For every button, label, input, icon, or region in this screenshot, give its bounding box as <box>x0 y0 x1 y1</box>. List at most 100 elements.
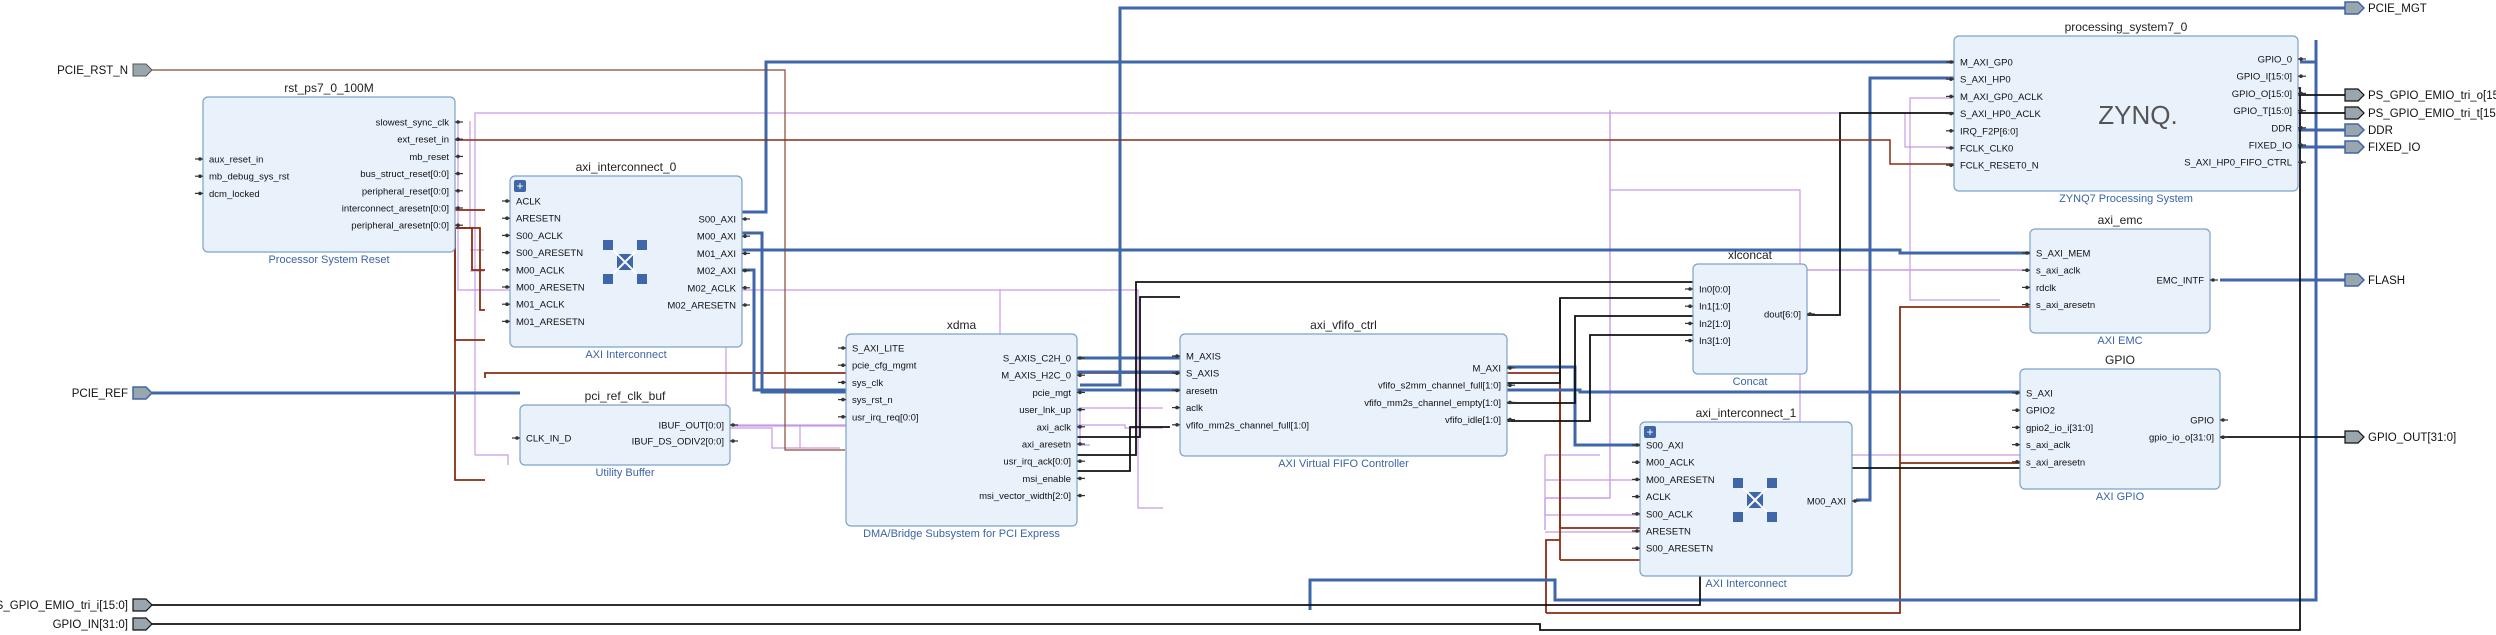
pin-label: S00_ARESETN <box>1646 544 1713 555</box>
pin-dot-icon <box>2211 278 2215 282</box>
pin-dot-icon <box>1078 493 1082 498</box>
port-flash[interactable]: FLASH <box>2344 273 2405 287</box>
block-body[interactable] <box>1179 333 1508 457</box>
pin-label: pcie_mgt <box>1032 388 1071 399</box>
pin-dot-icon <box>1635 460 1639 465</box>
pin-label: s_axi_aclk <box>2036 266 2081 277</box>
pin-label: msi_enable <box>1022 474 1071 485</box>
pin-label: vfifo_idle[1:0] <box>1445 415 1501 426</box>
pin-dot-icon <box>2299 143 2303 147</box>
pin-label: S_AXI_MEM <box>2036 249 2090 260</box>
port-fixed-io[interactable]: FIXED_IO <box>2344 140 2420 154</box>
crossbar-icon <box>1733 478 1777 522</box>
port-pcie-mgt[interactable]: PCIE_MGT <box>2344 1 2427 15</box>
pin-dot-icon <box>731 423 735 427</box>
pin-label: In1[1:0] <box>1699 302 1731 313</box>
block-body[interactable] <box>845 333 1078 527</box>
block-body[interactable] <box>519 404 731 466</box>
pin-label: peripheral_aresetn[0:0] <box>351 221 449 232</box>
pin-label: dout[6:0] <box>1764 310 1801 321</box>
block-title: axi_interconnect_0 <box>576 160 677 174</box>
pin-dot-icon <box>1949 129 1953 133</box>
pin-dot-icon <box>743 251 747 256</box>
pin-dot-icon <box>841 380 845 385</box>
pin-label: pcie_cfg_mgmt <box>852 361 917 372</box>
pin-label: M02_ARESETN <box>667 301 736 312</box>
pin-dot-icon <box>505 285 509 289</box>
port-ps-gpio-emio-tri-t[interactable]: PS_GPIO_EMIO_tri_t[15:0] <box>2344 106 2496 120</box>
pin-dot-icon <box>743 303 747 307</box>
port-pcie-rst-n[interactable]: PCIE_RST_N <box>57 63 153 77</box>
fclk-reset-net <box>454 139 1954 165</box>
pin-dot-icon <box>743 217 747 221</box>
port-label: FIXED_IO <box>2368 142 2420 154</box>
pin-label: usr_irq_ack[0:0] <box>1003 457 1071 468</box>
pin-label: M02_AXI <box>697 266 736 277</box>
pcie-rst-net <box>152 69 845 451</box>
block-title: pci_ref_clk_buf <box>585 389 666 403</box>
pin-label: vfifo_s2mm_channel_full[1:0] <box>1378 381 1501 392</box>
pin-label: M00_AXI <box>697 232 736 243</box>
block-title: axi_emc <box>2098 213 2143 227</box>
pin-label: gpio_io_o[31:0] <box>2149 433 2214 444</box>
pin-label: GPIO_I[15:0] <box>2237 72 2292 83</box>
pin-dot-icon <box>1508 383 1512 388</box>
block-body[interactable] <box>1639 421 1853 577</box>
expand-icon[interactable] <box>514 180 526 192</box>
port-ps-gpio-emio-tri-i[interactable]: PS_GPIO_EMIO_tri_i[15:0] <box>0 598 153 612</box>
pin-dot-icon <box>2299 91 2303 96</box>
pin-label: ARESETN <box>1646 527 1691 538</box>
pin-label: M00_AXI <box>1807 497 1846 508</box>
pin-dot-icon <box>1078 425 1082 429</box>
pin-label: aresetn <box>1186 386 1218 397</box>
pin-label: IRQ_F2P[6:0] <box>1960 126 2018 137</box>
block-body[interactable] <box>1692 263 1808 375</box>
pin-dot-icon <box>505 268 509 272</box>
pin-label: FCLK_RESET0_N <box>1960 161 2039 172</box>
pin-dot-icon <box>1635 477 1639 482</box>
pin-dot-icon <box>1635 546 1639 550</box>
block-body[interactable] <box>2019 368 2221 490</box>
pin-dot-icon <box>1078 356 1082 360</box>
pin-dot-icon <box>456 171 460 176</box>
pin-dot-icon <box>2025 251 2029 255</box>
port-gpio-in[interactable]: GPIO_IN[31:0] <box>53 617 153 631</box>
block-body[interactable] <box>202 96 456 253</box>
pin-label: M_AXI_GP0 <box>1960 58 2013 69</box>
block-title: xlconcat <box>1728 248 1773 262</box>
port-ps-gpio-emio-tri-o[interactable]: PS_GPIO_EMIO_tri_o[15:0] <box>2344 88 2496 102</box>
port-ddr[interactable]: DDR <box>2344 123 2393 137</box>
port-label: PS_GPIO_EMIO_tri_i[15:0] <box>0 600 128 612</box>
block-body[interactable] <box>2029 228 2211 334</box>
pin-label: GPIO_O[15:0] <box>2232 89 2292 100</box>
block-concat[interactable]: xlconcatConcatIn0[0:0]In1[1:0]In2[1:0]In… <box>1685 248 1815 388</box>
expand-icon[interactable] <box>1644 426 1656 438</box>
pin-dot-icon <box>2015 425 2019 430</box>
pin-dot-icon <box>198 157 202 161</box>
block-subtitle: AXI EMC <box>2097 335 2142 347</box>
pin-label: vfifo_mm2s_channel_full[1:0] <box>1186 420 1309 431</box>
port-label: PCIE_MGT <box>2368 3 2427 15</box>
pin-label: usr_irq_req[0:0] <box>852 412 919 423</box>
port-pcie-ref[interactable]: PCIE_REF <box>72 386 154 400</box>
pin-label: M00_ARESETN <box>1646 475 1715 486</box>
pin-label: In0[0:0] <box>1699 285 1731 296</box>
block-subtitle: Utility Buffer <box>595 467 654 479</box>
pin-label: IBUF_DS_ODIV2[0:0] <box>632 437 724 448</box>
block-subtitle: Concat <box>1733 376 1768 388</box>
pin-dot-icon <box>2025 302 2029 307</box>
pin-dot-icon <box>1175 388 1179 393</box>
pin-label: M_AXI <box>1472 364 1501 375</box>
port-gpio-out[interactable]: GPIO_OUT[31:0] <box>2344 430 2456 444</box>
pin-label: mb_debug_sys_rst <box>209 172 290 183</box>
